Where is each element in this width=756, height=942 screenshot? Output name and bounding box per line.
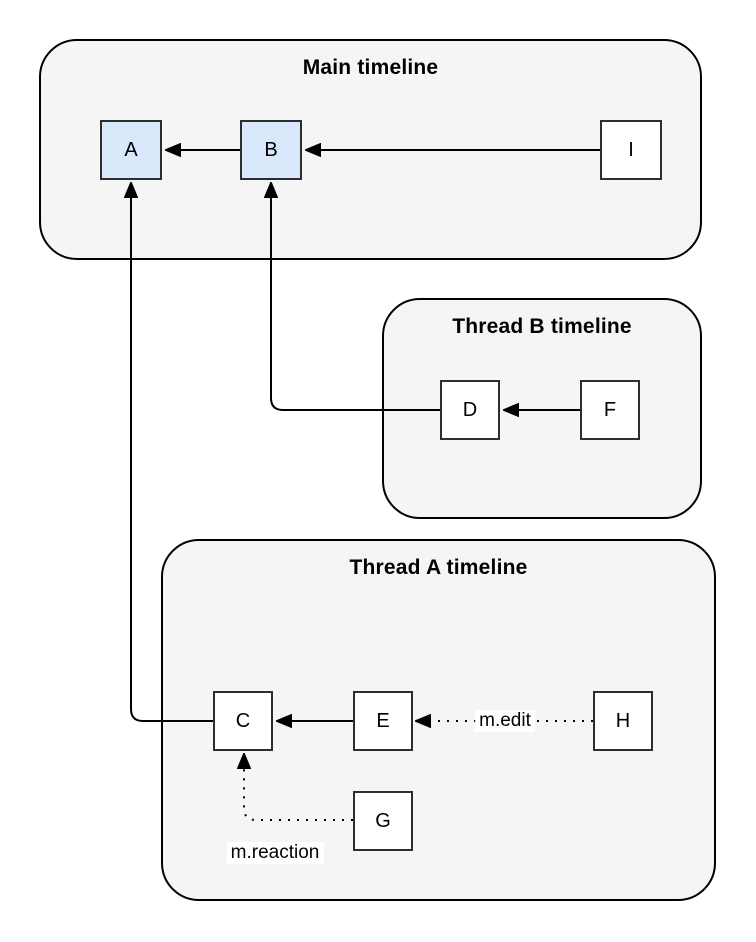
node-e: E bbox=[353, 691, 413, 751]
node-d: D bbox=[440, 380, 500, 440]
group-main-title: Main timeline bbox=[302, 56, 439, 79]
node-h: H bbox=[593, 691, 653, 751]
group-thread-a-title: Thread A timeline bbox=[349, 556, 528, 579]
node-a: A bbox=[100, 120, 162, 180]
group-thread-b-timeline: Thread B timeline bbox=[382, 298, 702, 519]
node-g: G bbox=[353, 791, 413, 851]
edge-label-m-edit: m.edit bbox=[475, 710, 535, 732]
node-c: C bbox=[213, 691, 273, 751]
node-f: F bbox=[580, 380, 640, 440]
node-i: I bbox=[600, 120, 662, 180]
node-b: B bbox=[240, 120, 302, 180]
edge-label-m-reaction: m.reaction bbox=[226, 842, 324, 864]
group-thread-b-title: Thread B timeline bbox=[452, 315, 632, 338]
